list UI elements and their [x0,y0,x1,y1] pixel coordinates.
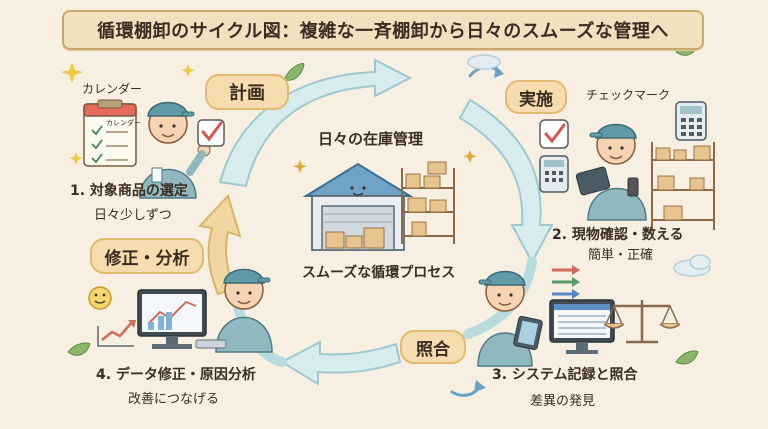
step-3-title: 3. システム記録と照合 [492,367,638,383]
step-3-sub: 差異の発見 [530,394,596,409]
center-title: 日々の在庫管理 [318,130,424,148]
page-title: 循環棚卸のサイクル図：複雑な一斉棚卸から日々のスムーズな管理へ [97,21,669,42]
shelf-icon [401,161,455,244]
arrow-bottom [279,340,402,386]
arrow-left [197,194,242,296]
calendar-label: カレンダー [82,82,143,96]
growth-chart-icon [97,320,136,347]
step-4-title: 4. データ修正・原因分析 [96,367,256,383]
scale-icon [603,300,681,344]
title-banner: 循環棚卸のサイクル図：複雑な一斉棚卸から日々のスムーズな管理へ [62,10,704,50]
cloud-icon [467,54,501,70]
phase-plan: 計画 [205,74,289,110]
checkbox-icon [197,119,225,147]
tablet-icon [575,166,611,196]
step-1-title: 1. 対象商品の選定 [70,183,188,199]
sparkle-icon [463,150,477,163]
phase-do: 実施 [505,80,567,114]
sparkle-icon [293,160,307,173]
step-1-sub: 日々少しずつ [94,208,172,223]
calendar-inner-label: カレンダー [106,119,141,127]
leaf-icon [283,63,305,81]
shelf-icon [651,142,715,230]
phase-fix: 修正・分析 [90,238,204,274]
worker-plan [139,101,211,199]
monitor-icon [549,299,615,354]
phase-check: 照合 [400,330,466,364]
step-2-sub: 簡単・正確 [588,248,654,263]
leaf-icon [67,342,91,356]
flow-arrows-icon [552,265,580,299]
arrow-right [458,98,554,265]
step-2-title: 2. 現物確認・数える [552,227,684,243]
checkmark-label: チェックマーク [586,88,671,102]
calculator-icon [675,101,707,141]
worker-check [477,270,543,367]
center-subtitle: スムーズな循環プロセス [302,265,456,281]
monitor-icon [137,289,227,349]
checkmark-icon [539,119,569,149]
worker-fix [215,268,273,353]
decorations [61,42,711,365]
worker-do [575,123,647,221]
warehouse-icon [302,162,414,251]
calendar-icon [83,99,137,167]
sparkle-icon [61,62,83,83]
step-4-sub: 改善につなげる [128,392,220,407]
cycle-arrows [197,58,554,397]
sparkle-icon [181,64,195,77]
keyboard-icon [195,339,227,349]
arrow-top [218,58,413,188]
sparkle-icon [69,152,83,165]
leaf-icon [675,350,699,365]
smiley-icon [88,286,112,310]
calculator-icon [539,155,569,193]
scanner-icon [627,177,639,197]
